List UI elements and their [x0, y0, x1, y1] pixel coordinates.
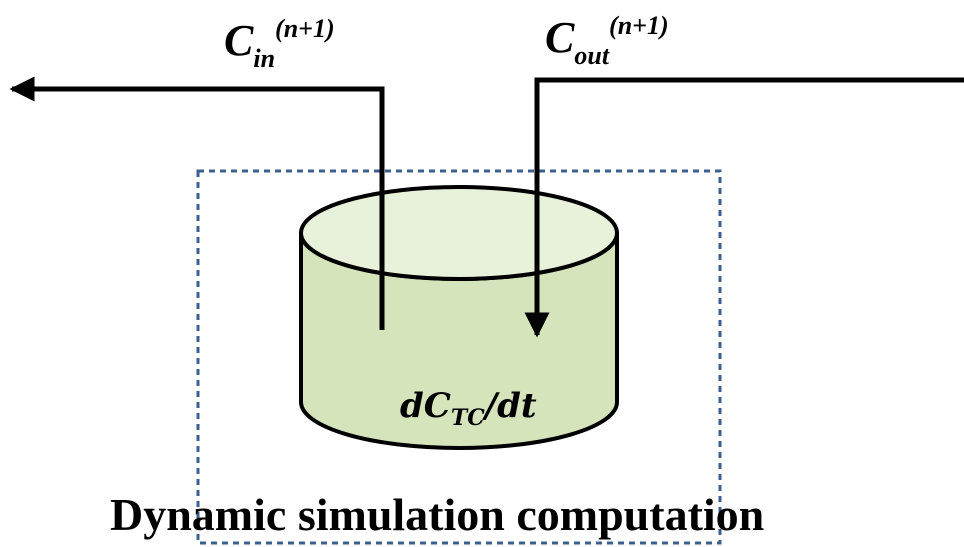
tank-equation: dCTC/dt — [400, 386, 537, 431]
tank-equation-sub: TC — [451, 405, 485, 431]
caption: Dynamic simulation computation — [110, 489, 764, 540]
outflow-label-sup: (n+1) — [609, 11, 669, 40]
simulation-boundary-box — [196, 169, 722, 545]
outflow-label-main: C — [545, 13, 575, 62]
inflow-label: Cin(n+1) — [224, 14, 335, 73]
inflow-label-sub: in — [253, 44, 275, 73]
outflow-label: Cout(n+1) — [545, 11, 669, 70]
outflow-arrow — [524, 77, 964, 338]
tank-equation-part2: /dt — [482, 386, 537, 426]
inflow-label-sup: (n+1) — [275, 14, 335, 43]
inflow-label-main: C — [224, 16, 254, 65]
inflow-arrow — [9, 76, 385, 330]
tank-equation-part1: dC — [400, 386, 451, 426]
outflow-label-sub: out — [574, 41, 609, 70]
tank-top — [299, 185, 619, 281]
